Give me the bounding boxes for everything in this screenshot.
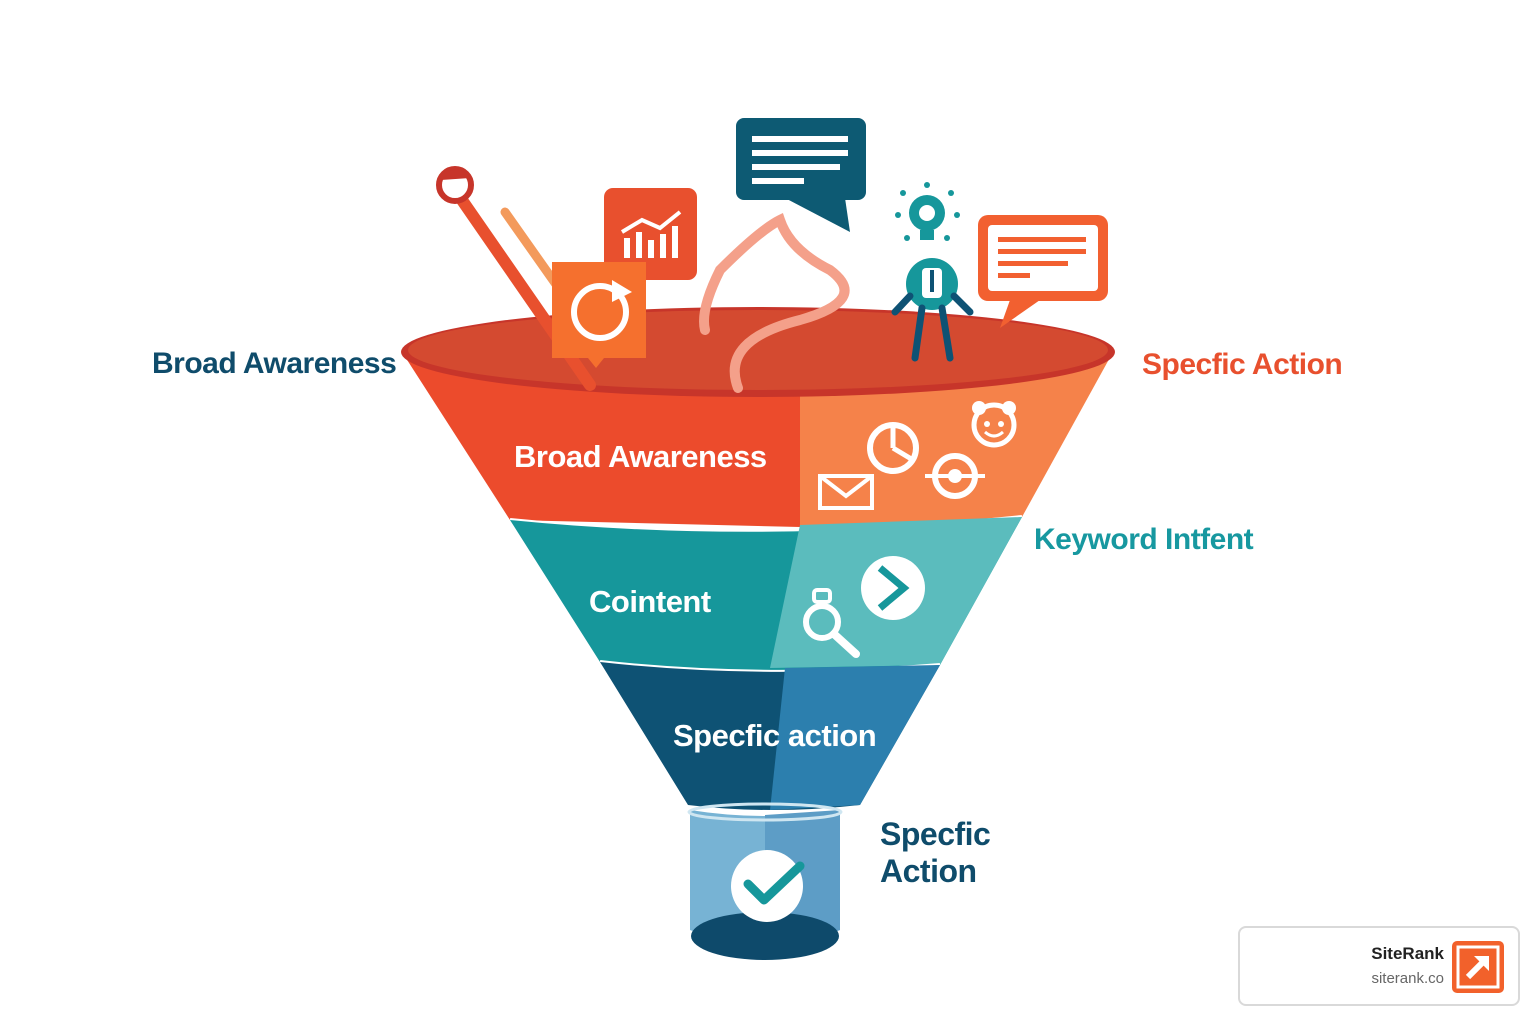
brand-name: SiteRank bbox=[1371, 944, 1444, 963]
checkmark-icon bbox=[731, 850, 805, 922]
brand-card[interactable]: SiteRank siterank.co bbox=[1238, 926, 1520, 1006]
lightbulb-icon bbox=[895, 182, 960, 241]
connector-curve bbox=[699, 212, 850, 393]
play-icon bbox=[861, 556, 925, 620]
arrow-icon bbox=[1456, 945, 1500, 989]
funnel-stage-content bbox=[510, 517, 1022, 674]
stage-awareness-label: Broad Awareness bbox=[514, 439, 767, 474]
person-icon bbox=[891, 258, 974, 362]
chart-icon bbox=[604, 188, 697, 280]
stage-action-label: Specfic action bbox=[673, 718, 877, 753]
pie-chart-icon bbox=[867, 422, 919, 474]
label-bottom-line1: Specfic bbox=[880, 816, 991, 852]
refresh-icon bbox=[552, 262, 646, 368]
stage-content-label: Cointent bbox=[589, 584, 711, 619]
brand-url: siterank.co bbox=[1371, 970, 1444, 987]
chat-bubble-icon bbox=[736, 118, 866, 232]
label-bottom-line2: Action bbox=[880, 853, 977, 889]
search-icon bbox=[803, 588, 860, 658]
brand-logo bbox=[1452, 941, 1504, 993]
label-specific-action: Specfic Action bbox=[1142, 348, 1343, 381]
face-icon bbox=[971, 401, 1017, 448]
label-keyword-intent: Keyword Intfent bbox=[1034, 523, 1254, 556]
funnel-stage-action bbox=[600, 662, 940, 810]
target-icon bbox=[925, 453, 985, 499]
label-bottom-action: Specfic Action bbox=[880, 816, 991, 890]
message-icon bbox=[978, 215, 1108, 328]
label-broad-awareness: Broad Awareness bbox=[152, 347, 397, 380]
envelope-icon bbox=[818, 474, 874, 510]
